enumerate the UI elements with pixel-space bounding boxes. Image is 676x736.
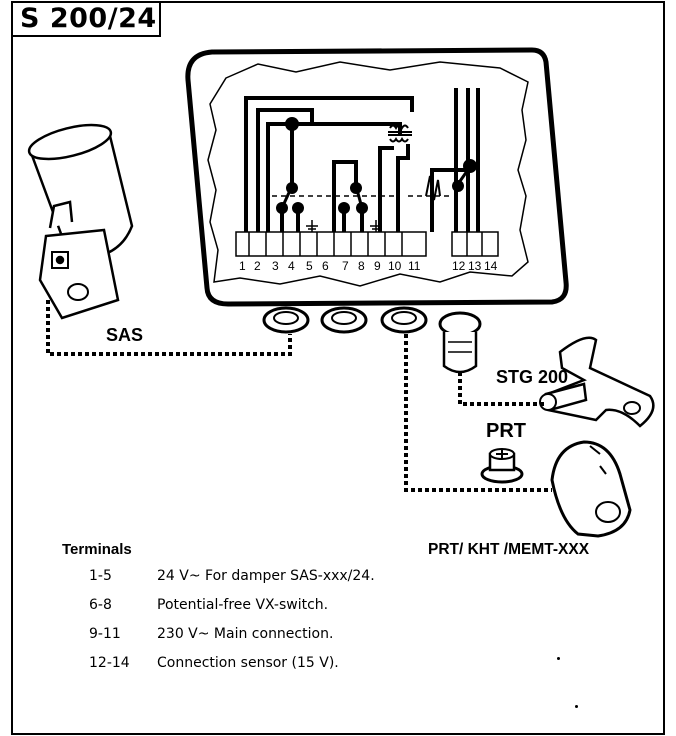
terminal-number: 11: [408, 259, 421, 273]
terminal-number: 1: [239, 259, 246, 273]
terminal-description: 24 V~ For damper SAS-xxx/24.: [157, 568, 375, 584]
terminal-range: 1-5: [89, 568, 112, 584]
terminal-number: 10: [388, 259, 402, 273]
title-box: [12, 1, 161, 37]
terminal-range: 9-11: [89, 626, 121, 642]
sas-label: SAS: [106, 325, 144, 345]
terminal-number: 12: [452, 259, 466, 273]
terminal-number: 6: [322, 259, 329, 273]
terminal-range: 12-14: [89, 655, 130, 671]
prt-sensor-icon: [480, 448, 524, 484]
terminals-heading: Terminals: [62, 541, 132, 558]
resistor-icon: [425, 175, 441, 201]
cable-glands: [262, 306, 482, 374]
terminal-number: 4: [288, 259, 295, 273]
terminal-row: 6-8 Potential-free VX-switch.: [89, 597, 328, 617]
terminal-number: 5: [306, 259, 313, 273]
terminal-description: Potential-free VX-switch.: [157, 597, 329, 613]
stg200-label: STG 200: [496, 367, 569, 387]
outer-frame: [11, 1, 665, 735]
junction-dots: [276, 117, 477, 214]
prt-kht-memt-label: PRT/ KHT /MEMT-XXX: [428, 541, 590, 558]
terminal-range: 6-8: [89, 597, 112, 613]
terminal-row: 1-5 24 V~ For damper SAS-xxx/24.: [89, 568, 375, 588]
stray-dot: [575, 705, 578, 708]
kht-memt-sensor-icon: [550, 440, 632, 538]
ground-icon: [306, 220, 382, 232]
connection-wires: [46, 300, 552, 492]
terminal-number: 9: [374, 259, 381, 273]
terminal-row: 12-14 Connection sensor (15 V).: [89, 655, 339, 675]
transformer-icon: [388, 124, 412, 143]
stg200-sensor-icon: [539, 336, 655, 428]
terminal-number: 13: [468, 259, 482, 273]
terminal-block-1-11: [235, 231, 427, 257]
stray-dot: [557, 657, 560, 660]
terminal-number: 2: [254, 259, 261, 273]
sas-actuator-icon: [27, 123, 134, 320]
terminal-number: 14: [484, 259, 498, 273]
page-title: S 200/24: [20, 3, 157, 34]
terminal-row: 9-11 230 V~ Main connection.: [89, 626, 333, 646]
terminal-number: 7: [342, 259, 349, 273]
prt-label: PRT: [486, 420, 526, 442]
terminal-description: Connection sensor (15 V).: [157, 655, 339, 671]
terminal-description: 230 V~ Main connection.: [157, 626, 334, 642]
terminal-number: 8: [358, 259, 365, 273]
terminal-block-12-14: [451, 231, 499, 257]
terminal-number: 3: [272, 259, 279, 273]
